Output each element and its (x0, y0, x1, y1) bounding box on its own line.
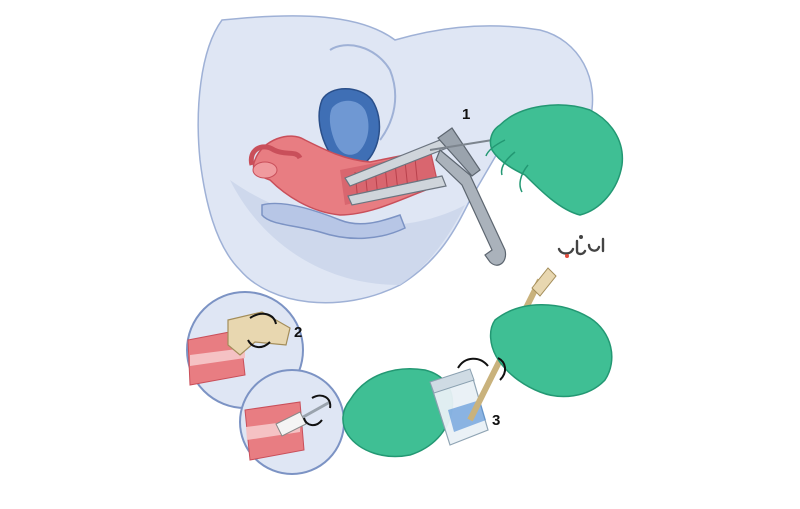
spine-outline (329, 44, 397, 141)
inset-brush-detail (239, 369, 345, 475)
brush-rotation-arrow-icon (303, 394, 332, 426)
speculum-lever (437, 127, 481, 177)
rectum (261, 202, 406, 240)
bladder-interior (329, 100, 369, 155)
cytobrush (275, 400, 331, 437)
speculum (344, 127, 507, 266)
gloved-hand-left (342, 368, 454, 458)
gloved-hand-holding-spatula (489, 304, 613, 398)
step-2-label: 2 (294, 324, 303, 341)
cervical-canal (190, 348, 245, 366)
speculum-lower-blade (347, 175, 447, 206)
step-1-label: 1 (462, 106, 471, 123)
vial-cap (429, 368, 475, 394)
ovary (252, 161, 278, 179)
glove-fingers (485, 139, 529, 193)
rotation-arrow-icon (247, 312, 277, 348)
yekta-logo (557, 235, 605, 258)
pelvis-cross-section (197, 15, 624, 304)
vial-transfer (342, 267, 613, 458)
vaginal-canal (340, 152, 436, 205)
gloved-hand-right (489, 104, 624, 216)
speculum-handle (435, 149, 507, 266)
vial-rotation-arrow-icon (457, 357, 506, 381)
step-3-label: 3 (492, 412, 501, 429)
fallopian-tube-ovary (248, 144, 303, 166)
